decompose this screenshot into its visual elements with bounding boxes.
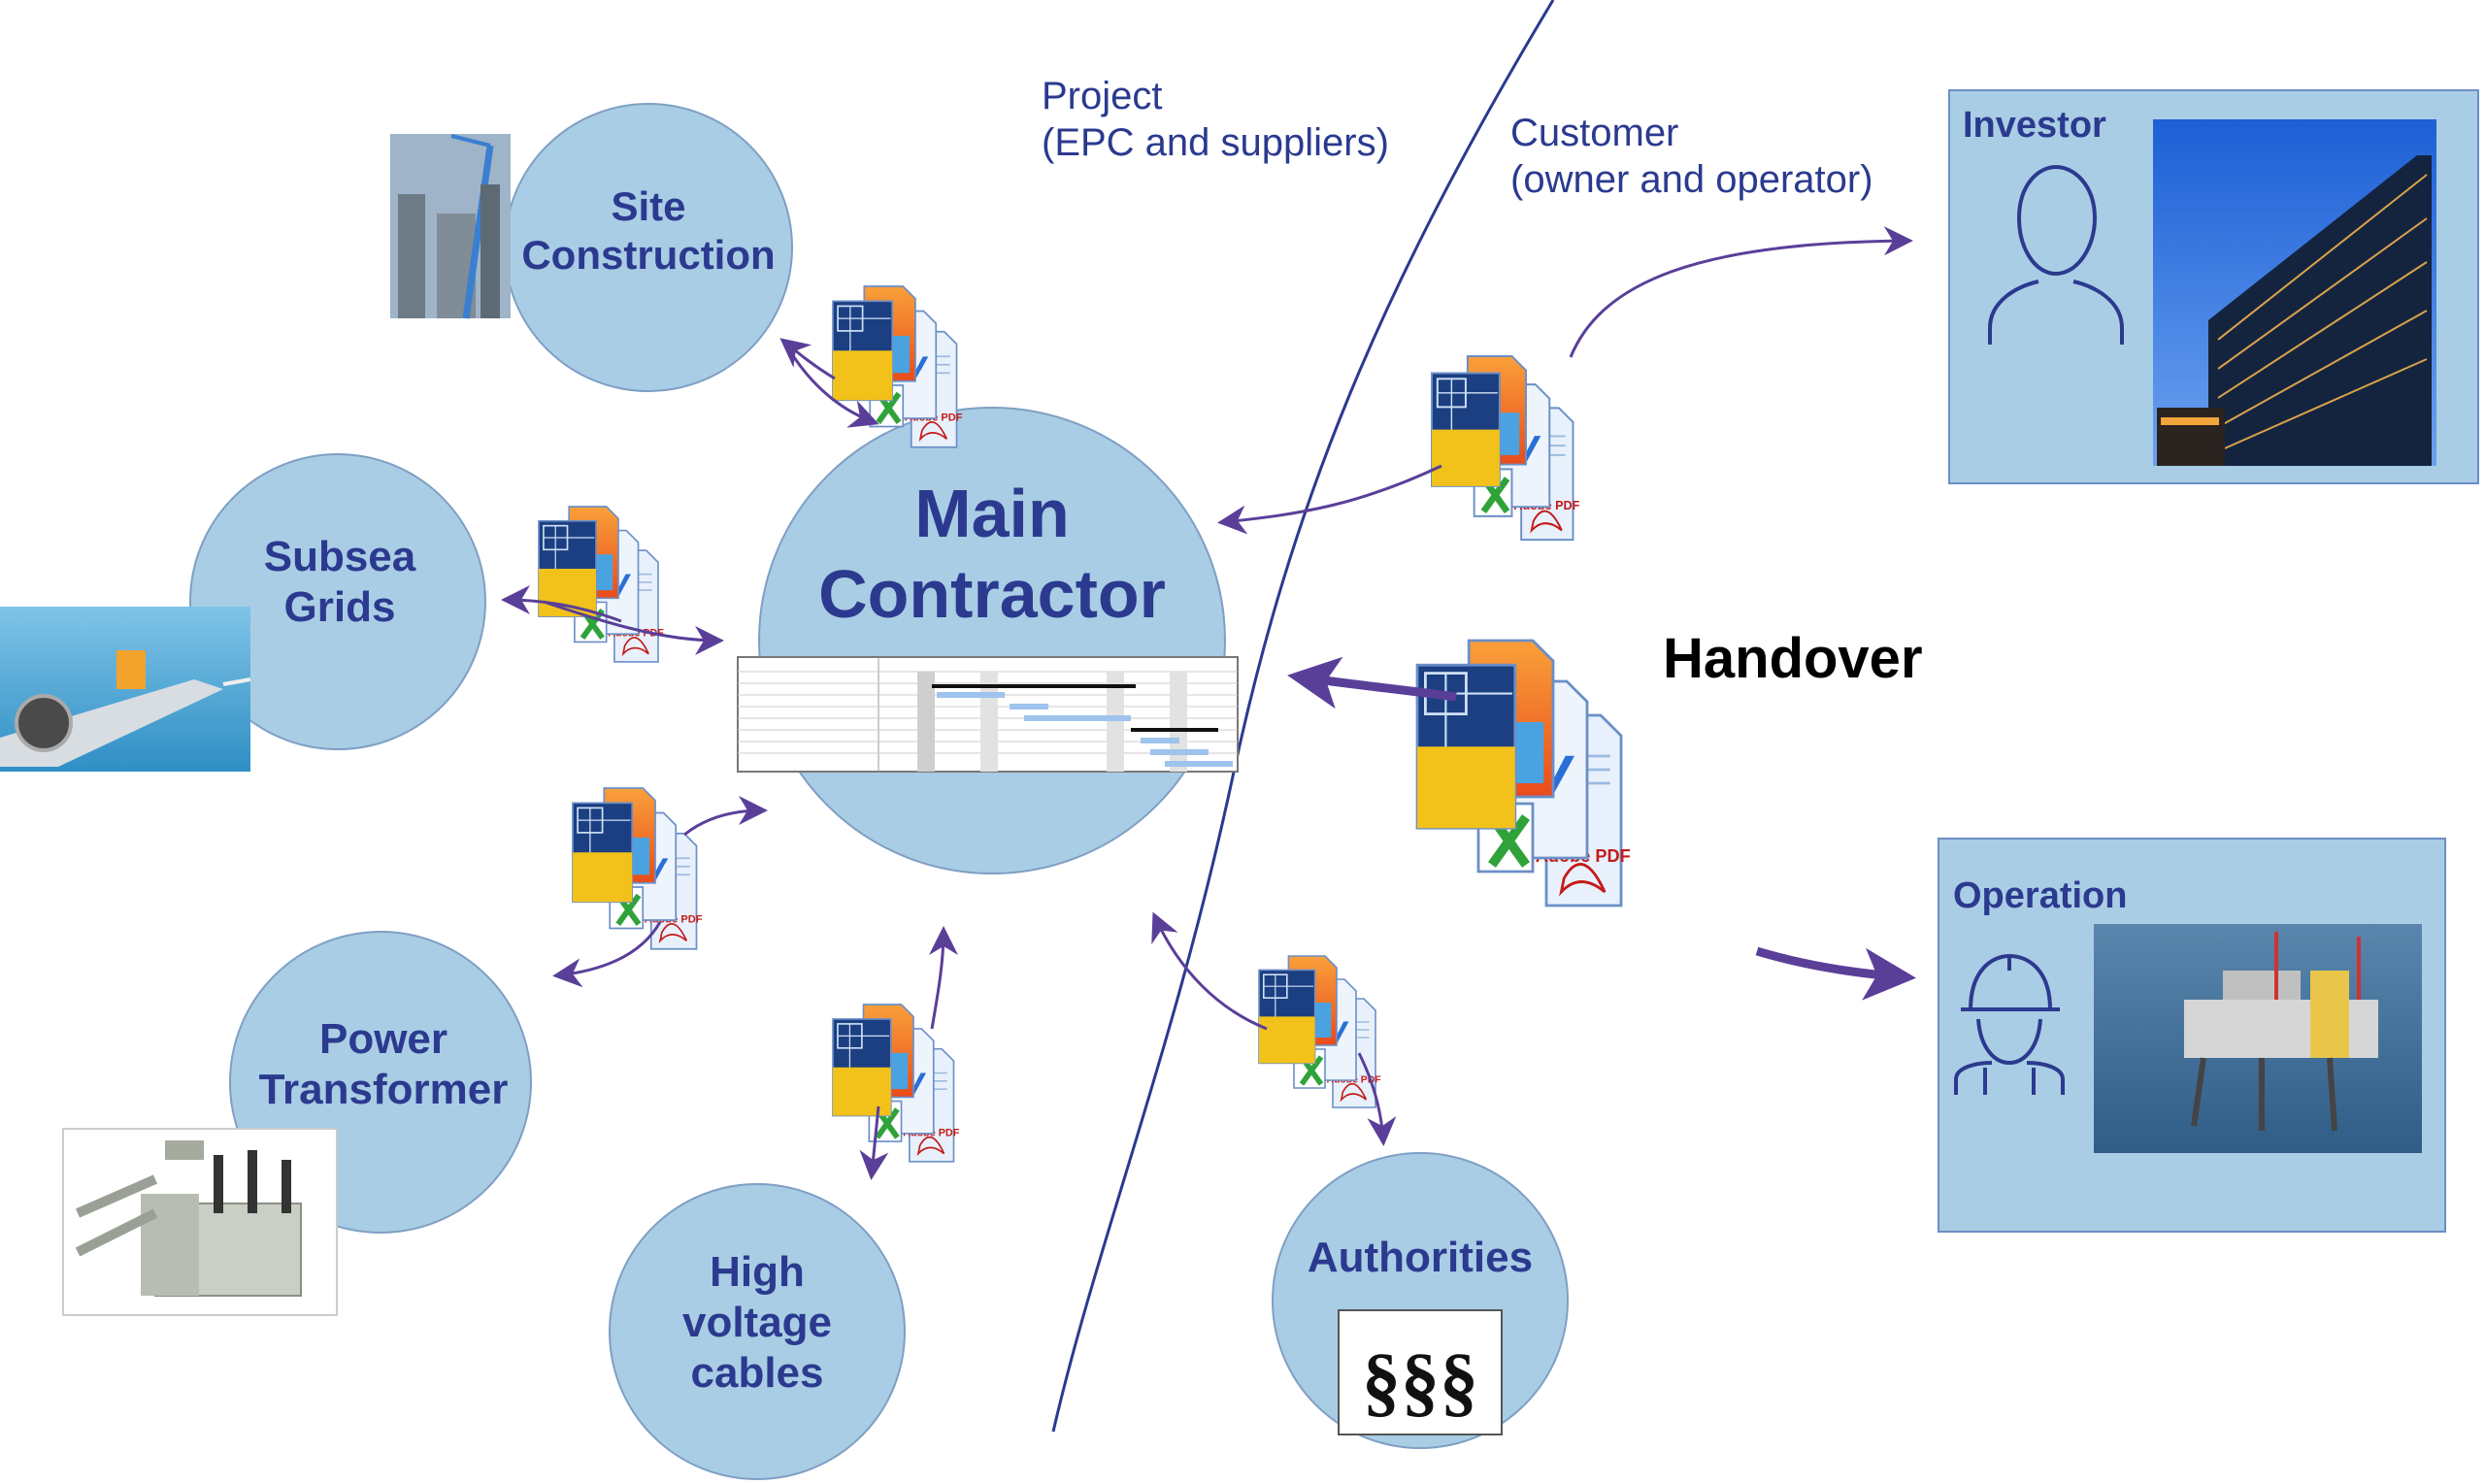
arrow-subsea-main — [543, 600, 724, 655]
paragraph-sign-box — [1338, 1309, 1503, 1435]
arrow-authorities-main — [1151, 911, 1268, 1031]
gantt-chart-image — [737, 656, 1239, 773]
node-subsea-grids — [189, 453, 486, 750]
investor-building-image — [2153, 119, 2436, 466]
arrow-main-cables — [859, 1105, 889, 1180]
site-construction-line: Site — [611, 183, 686, 229]
high-voltage-cables-line: voltage — [681, 1298, 833, 1346]
customer-region-label: Customer (owner and operator) — [1510, 110, 1873, 203]
subsea-grids-line: Grids — [283, 582, 396, 631]
oil-platform-image — [2094, 924, 2422, 1153]
paragraph-sign-glyph: §§§ — [1362, 1339, 1478, 1425]
arrow-main-authorities — [1357, 1052, 1397, 1146]
construction-site-image — [390, 134, 511, 319]
power-transformer-line: Transformer — [258, 1065, 509, 1113]
cable-ship-image — [0, 607, 251, 772]
arrow-main-investor — [1569, 226, 1913, 358]
document-bundle-icon — [573, 788, 703, 949]
arrow-main-transformer — [552, 921, 662, 988]
main-contractor-label: Main Contractor — [798, 474, 1186, 634]
handover-document-bundle-icon — [1417, 641, 1631, 906]
handover-arrow-to-main — [1287, 656, 1457, 709]
document-bundle-icon — [539, 507, 664, 662]
operation-title: Operation — [1953, 875, 2128, 916]
arrow-main-subsea — [501, 585, 622, 623]
project-sublabel: (EPC and suppliers) — [1042, 121, 1389, 164]
document-bundle-icon — [1259, 956, 1381, 1107]
main-contractor-line: Contractor — [818, 555, 1166, 632]
arrow-main-site — [779, 338, 836, 380]
subsea-grids-label: Subsea Grids — [223, 532, 456, 633]
high-voltage-cables-line: cables — [690, 1348, 824, 1397]
handover-label: Handover — [1663, 627, 1923, 690]
document-bundle-icon — [833, 1005, 960, 1162]
authorities-label: Authorities — [1307, 1234, 1534, 1281]
worker-icon — [1954, 953, 2065, 1095]
arrow-customer-main — [1217, 464, 1442, 535]
person-icon — [1988, 164, 2124, 345]
subsea-grids-line: Subsea — [263, 533, 416, 580]
document-bundle-icon — [833, 286, 963, 447]
site-construction-label: Site Construction — [503, 182, 794, 279]
node-high-voltage-cables — [609, 1183, 906, 1480]
arrow-transformer-main — [683, 796, 768, 837]
high-voltage-cables-label: High voltage cables — [641, 1247, 874, 1399]
project-label: Project — [1042, 75, 1163, 117]
site-construction-line: Construction — [521, 231, 776, 278]
investor-title: Investor — [1963, 105, 2106, 146]
transformer-image — [62, 1128, 338, 1316]
handover-arrow-to-operation — [1755, 946, 1916, 1001]
power-transformer-label: Power Transformer — [233, 1014, 534, 1115]
main-contractor-line: Main — [914, 476, 1070, 551]
high-voltage-cables-line: High — [710, 1248, 805, 1296]
project-region-label: Project (EPC and suppliers) — [1042, 73, 1389, 166]
arrow-cables-main — [928, 926, 958, 1030]
customer-label: Customer — [1510, 112, 1679, 154]
customer-sublabel: (owner and operator) — [1510, 158, 1873, 201]
power-transformer-line: Power — [318, 1015, 448, 1063]
document-bundle-icon — [1432, 356, 1580, 540]
